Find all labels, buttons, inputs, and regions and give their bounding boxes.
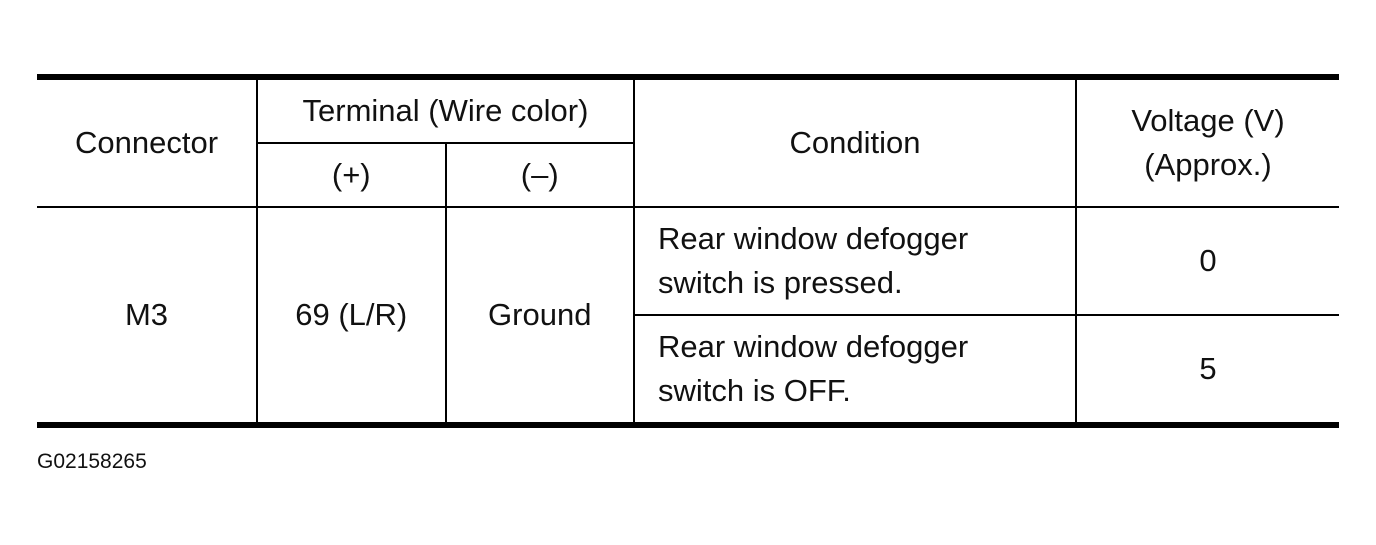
header-row-2: (+) (–) bbox=[37, 143, 1339, 208]
header-voltage-line2: (Approx.) bbox=[1144, 147, 1272, 182]
cell-condition-pressed: Rear window defogger switch is pressed. bbox=[633, 206, 1077, 316]
figure-id-label: G02158265 bbox=[37, 450, 147, 473]
header-terminal-plus: (+) bbox=[257, 143, 447, 208]
condition-line-1: Rear window defogger bbox=[658, 221, 969, 256]
cell-condition-off: Rear window defogger switch is OFF. bbox=[634, 314, 1077, 426]
cell-connector: M3 bbox=[37, 206, 258, 426]
header-row-1: Connector Terminal (Wire color) Conditio… bbox=[37, 77, 1339, 208]
header-terminal: Terminal (Wire color) bbox=[256, 77, 635, 144]
header-connector: Connector bbox=[37, 77, 258, 208]
condition-line-1: Rear window defogger bbox=[658, 329, 969, 364]
header-voltage-line1: Voltage (V) bbox=[1131, 103, 1285, 138]
cell-voltage-pressed: 0 bbox=[1075, 206, 1339, 316]
cell-terminal-minus: Ground bbox=[444, 206, 635, 426]
header-terminal-minus: (–) bbox=[444, 143, 634, 208]
condition-line-2: switch is pressed. bbox=[658, 265, 903, 300]
table-row: Rear window defogger switch is OFF. 5 bbox=[37, 314, 1339, 426]
voltage-spec-table: Connector Terminal (Wire color) Conditio… bbox=[37, 74, 1339, 428]
cell-terminal-plus: 69 (L/R) bbox=[256, 206, 447, 426]
table-row: M3 69 (L/R) Ground Rear window defogger … bbox=[37, 206, 1339, 426]
condition-line-2: switch is OFF. bbox=[658, 373, 851, 408]
spec-table-container: Connector Terminal (Wire color) Conditio… bbox=[37, 74, 1339, 428]
cell-voltage-off: 5 bbox=[1075, 314, 1339, 426]
header-condition: Condition bbox=[633, 77, 1077, 208]
header-voltage: Voltage (V) (Approx.) bbox=[1075, 77, 1339, 208]
